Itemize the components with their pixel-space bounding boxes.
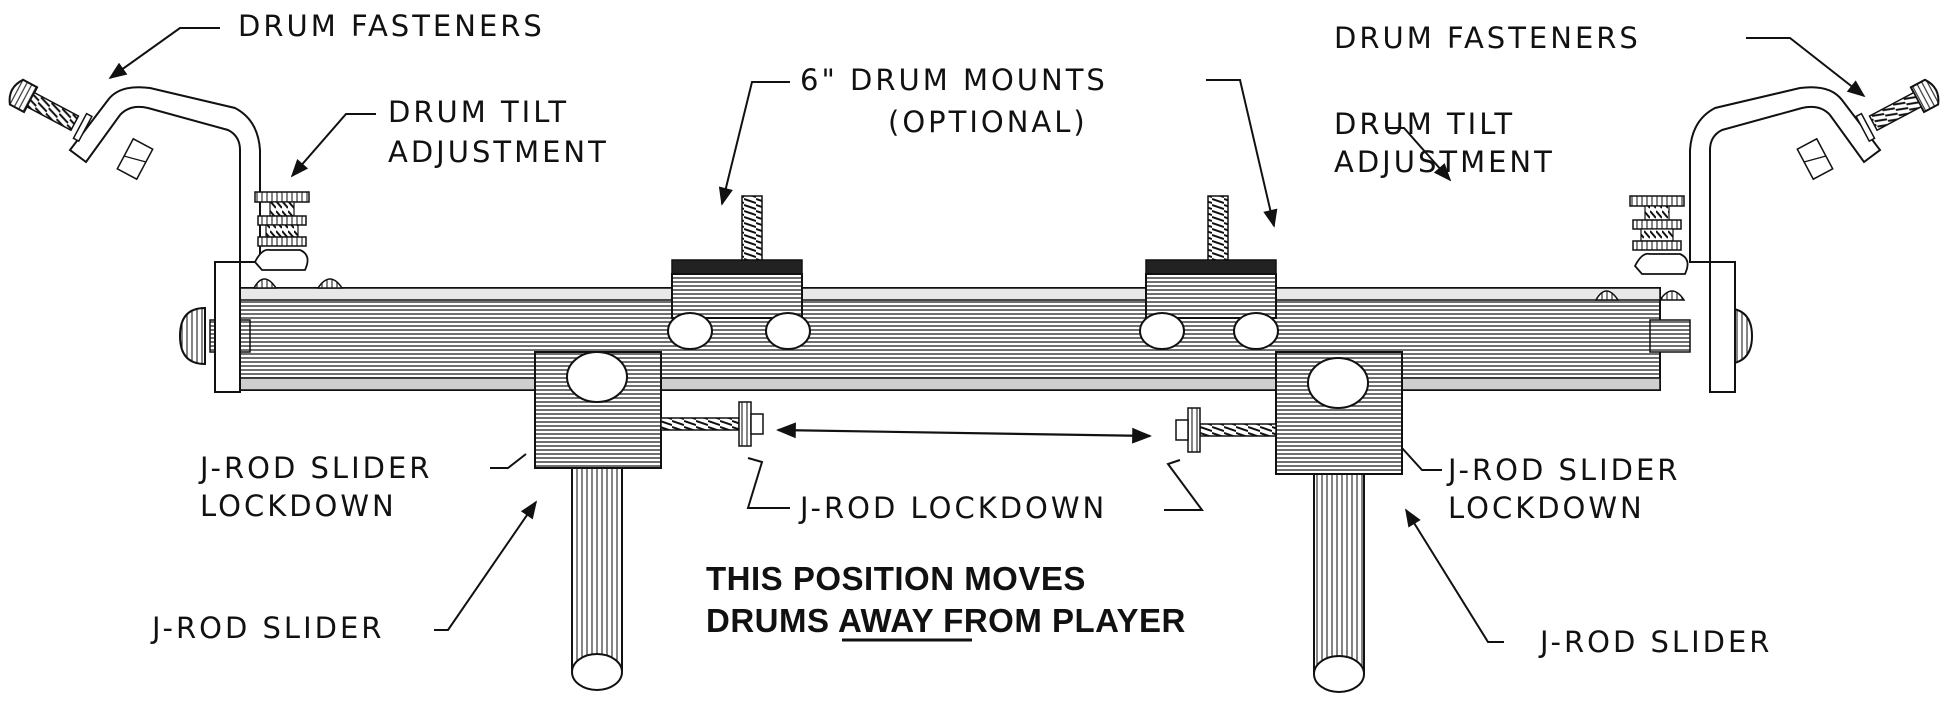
label-tilt-right-1: DRUM TILT [1334,107,1515,141]
main-rail [209,287,1691,391]
jrod-slider-block-left [534,351,662,469]
tilt-adjuster-left [252,191,344,289]
drum-mount-left [667,195,811,350]
drum-bracket-right [1689,86,1882,393]
label-tilt-left-1: DRUM TILT [388,95,569,129]
fastener-bolt-left [8,78,93,143]
label-tilt-right-2: ADJUSTMENT [1334,145,1555,179]
tilt-adjuster-right [1594,195,1689,301]
position-note-line2: DRUMS AWAY FROM PLAYER [706,602,1186,639]
end-knob-left [178,306,206,366]
drum-bracket-left [68,86,261,393]
jrod-slider-block-right [1275,351,1403,475]
label-jrod-lockdown: J-ROD LOCKDOWN [798,491,1107,525]
jrod-lockdown-screw-left [660,401,764,447]
label-drum-fasteners-left: DRUM FASTENERS [238,9,545,43]
label-tilt-left-2: ADJUSTMENT [388,135,609,169]
jrod-lockdown-screw-right [1175,407,1277,453]
position-note: THIS POSITION MOVES DRUMS AWAY FROM PLAY… [706,560,1186,642]
label-drum-fasteners-right: DRUM FASTENERS [1334,21,1641,55]
leader-lines [108,27,1866,643]
drum-mount-right [1139,195,1279,350]
label-jrod-slider-right: J-ROD SLIDER [1538,625,1772,659]
label-jrod-slider-left: J-ROD SLIDER [150,611,384,645]
fastener-bolt-right [1855,78,1940,143]
label-drum-mounts-optional: (OPTIONAL) [888,105,1088,139]
slide-direction-arrow [776,422,1152,444]
label-drum-mounts: 6" DRUM MOUNTS [800,63,1108,97]
jrod-left [571,467,623,691]
position-note-emphasis: AWAY [838,602,934,639]
label-slider-lockdown-right-1: J-ROD SLIDER [1446,453,1680,487]
label-slider-lockdown-right-2: LOCKDOWN [1448,491,1645,525]
label-slider-lockdown-left-2: LOCKDOWN [200,489,397,523]
position-note-line1: THIS POSITION MOVES [706,560,1086,597]
jrod-right [1313,473,1365,693]
label-slider-lockdown-left-1: J-ROD SLIDER [198,451,432,485]
